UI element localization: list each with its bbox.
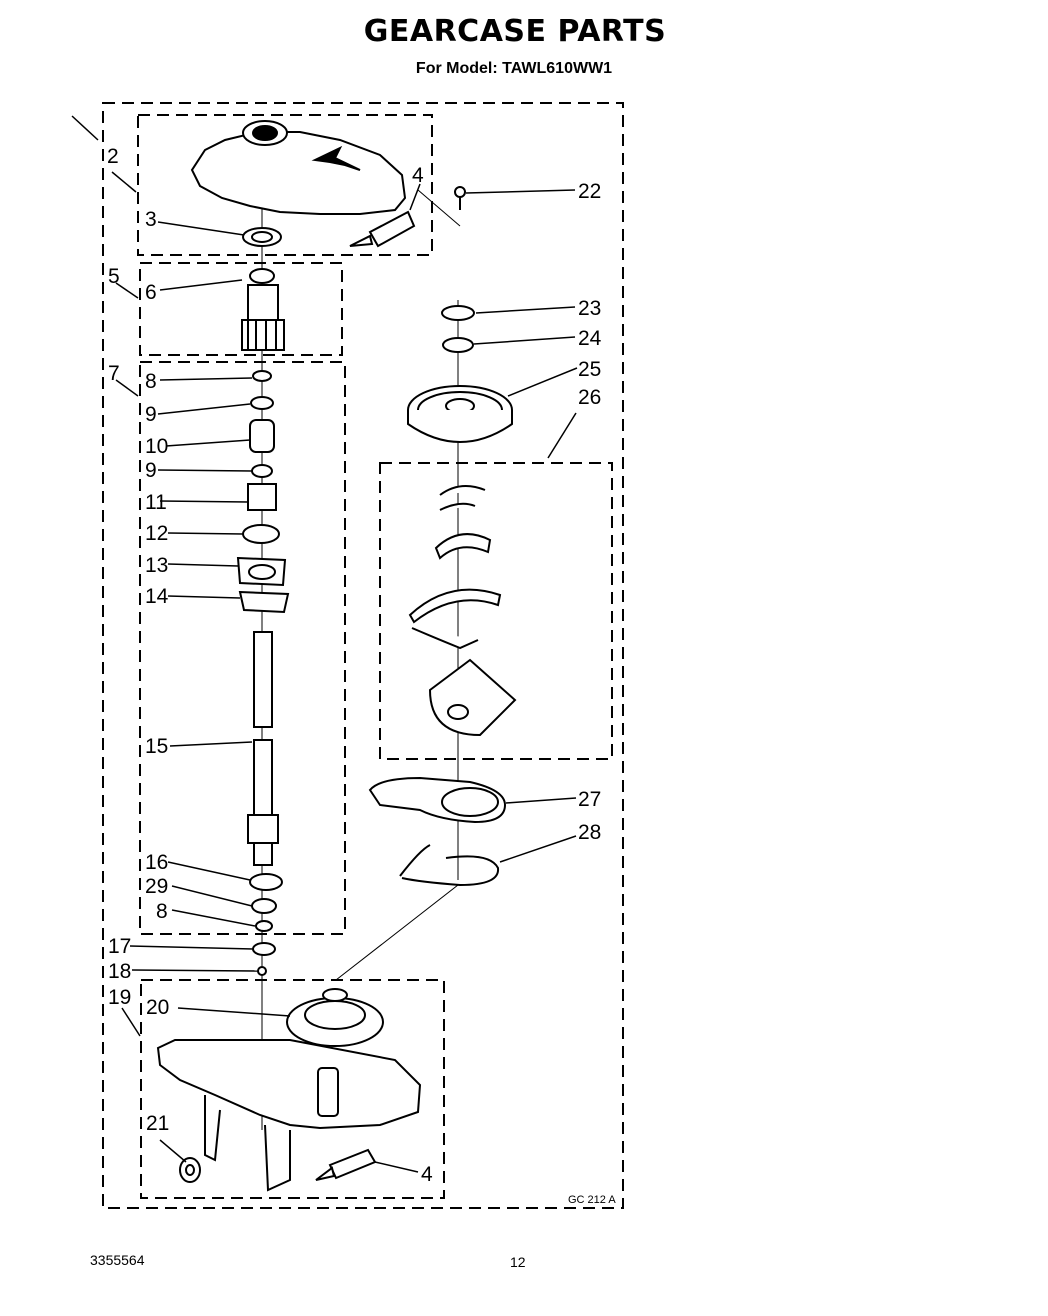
callout-8-lower: 8 — [156, 900, 168, 923]
callout-21: 21 — [146, 1112, 169, 1135]
page-title: GEARCASE PARTS — [363, 14, 667, 49]
callout-9-lower: 9 — [145, 459, 157, 482]
shifter-group-box — [379, 462, 613, 760]
callout-19: 19 — [108, 986, 131, 1009]
agitator-shaft — [247, 631, 279, 866]
cover-group-box — [137, 114, 433, 256]
callout-20: 20 — [146, 996, 169, 1019]
callout-13: 13 — [145, 554, 168, 577]
callout-15: 15 — [145, 735, 168, 758]
callout-27: 27 — [578, 788, 601, 811]
pinion-group-box — [139, 262, 343, 356]
gearcase-cover — [190, 120, 407, 215]
document-number: 3355564 — [90, 1252, 145, 1268]
callout-6: 6 — [145, 281, 157, 304]
gearcase-housing — [156, 1039, 422, 1192]
lower-seal-stack — [249, 873, 283, 976]
callout-25: 25 — [578, 358, 601, 381]
model-subtitle: For Model: TAWL610WW1 — [415, 60, 613, 77]
shifter-assembly — [408, 485, 517, 737]
housing-seal — [179, 1157, 201, 1183]
callout-8-upper: 8 — [145, 370, 157, 393]
callout-28: 28 — [578, 821, 601, 844]
spring-clip — [399, 844, 500, 887]
cam-gear — [286, 988, 384, 1047]
callout-4-lower: 4 — [421, 1163, 433, 1186]
callout-4-upper: 4 — [412, 164, 424, 187]
leader-lines — [71, 115, 578, 1173]
callout-26: 26 — [578, 386, 601, 409]
callout-3: 3 — [145, 208, 157, 231]
right-washers — [441, 305, 475, 353]
page-number: 12 — [510, 1254, 526, 1270]
callout-16: 16 — [145, 851, 168, 874]
shaft-group-box — [139, 361, 346, 935]
callout-9-upper: 9 — [145, 403, 157, 426]
callout-labels: 2 3 4 5 6 7 8 9 10 9 11 12 13 14 15 16 2… — [107, 145, 602, 1186]
callout-2: 2 — [107, 145, 119, 168]
callout-22: 22 — [578, 180, 601, 203]
callout-5: 5 — [108, 265, 120, 288]
callout-17: 17 — [108, 935, 131, 958]
callout-10: 10 — [145, 435, 168, 458]
callout-29: 29 — [145, 875, 168, 898]
drive-gear — [407, 385, 513, 443]
callout-11: 11 — [145, 491, 167, 514]
shaft-component-stack — [236, 370, 290, 614]
pinion-gear — [241, 268, 285, 351]
gearcase-assembly-frame — [102, 102, 624, 1209]
yoke-part — [368, 776, 507, 824]
case-group-box — [140, 979, 445, 1199]
callout-24: 24 — [578, 327, 602, 350]
callout-23: 23 — [578, 297, 601, 320]
screw-part — [454, 186, 466, 210]
callout-18: 18 — [108, 960, 131, 983]
grease-tube-upper — [349, 210, 416, 248]
callout-7: 7 — [108, 362, 120, 385]
figure-code: GC 212 A — [568, 1194, 616, 1206]
callout-12: 12 — [145, 522, 168, 545]
callout-14: 14 — [145, 585, 169, 608]
seal-part — [242, 227, 282, 247]
grease-tube-lower — [315, 1148, 377, 1181]
